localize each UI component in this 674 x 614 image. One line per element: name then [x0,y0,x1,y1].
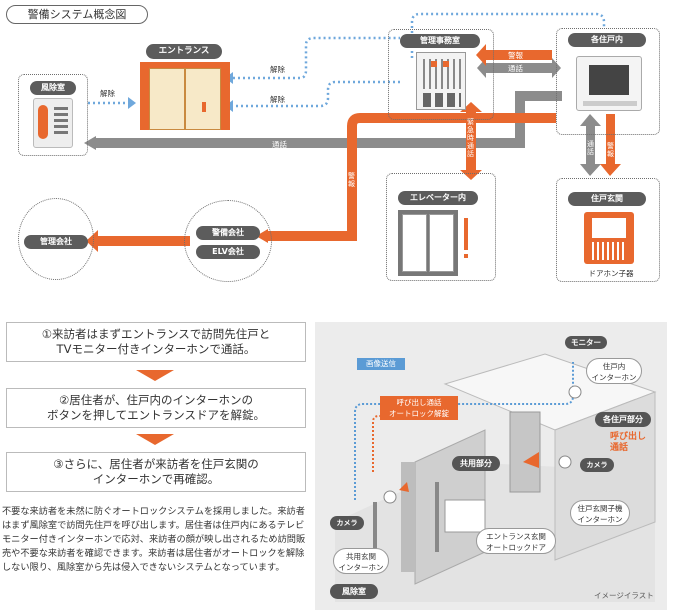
security-company-label: 警備会社 [196,226,260,240]
image-note: イメージイラスト [594,591,654,600]
residence-monitor [576,56,642,111]
elevator-door [398,210,458,276]
monitor-label: モニター [565,336,607,349]
step-arrow-2 [136,434,174,445]
elv-company-label: ELV会社 [196,245,260,259]
unit-sub-intercom-callout: 住戸玄関子機 インターホン [570,500,630,526]
elevator-alarm-dot [464,254,468,258]
security-company-circle [184,200,272,282]
entrance-autolock-callout: エントランス玄関 オートロックドア [476,528,556,554]
elevator-label: エレベーター内 [398,191,478,205]
emergency-call-label: 緊急時通話 [467,118,474,158]
diagram-title: 警備システム概念図 [6,5,148,24]
entrance-label: エントランス [146,44,222,59]
genkan-intercom [584,212,634,264]
elevator-box [386,173,496,281]
elevator-alarm-icon [464,218,468,250]
unit-part-label: 各住戸部分 [595,412,651,427]
alarm-label-genkan: 警報 [607,142,614,158]
alarm-label-mgmt: 警報 [508,51,523,60]
entrance-door-illustration [140,62,230,130]
management-box [388,29,494,120]
description-text: 不要な来訪者を未然に防ぐオートロックシステムを採用しました。来訪者はまず風除室で… [2,506,306,574]
windscreen-intercom-panel [33,98,73,148]
call-label-genkan: 通話 [587,140,594,156]
management-company-circle [18,198,94,280]
image-send-label: 画像送信 [357,358,405,370]
call-out-label: 呼び出し 通話 [610,432,647,453]
step-2: ②居住者が、住戸内のインターホンの ボタンを押してエントランスドアを解錠。 [6,388,306,428]
camera-label-1: カメラ [580,458,614,472]
management-label: 管理事務室 [400,34,480,48]
camera-label-2: カメラ [330,516,364,530]
residence-box [556,28,660,135]
connection-lines [84,12,621,252]
windscreen-box [18,74,88,156]
management-company-label: 管理会社 [24,235,88,249]
step-arrow-1 [136,370,174,381]
genkan-label: 住戸玄関 [568,192,646,206]
windscreen-label: 風除室 [30,81,76,95]
unlock-label-1: 解除 [100,89,115,98]
residence-label: 各住戸内 [568,33,646,47]
windscreen-room-label: 風除室 [330,584,378,599]
call-unlock-label: 呼び出し通話 オートロック解錠 [380,396,458,420]
call-label-mgmt: 通話 [508,64,523,73]
alarm-label-sec: 警報 [348,172,355,188]
unit-intercom-callout: 住戸内 インターホン [586,358,642,384]
common-part-label: 共用部分 [452,456,500,471]
call-label-windscreen: 通話 [272,140,287,149]
step-1: ①来訪者はまずエントランスで訪問先住戸と TVモニター付きインターホンで通話。 [6,322,306,362]
genkan-sub-intercom-label: ドアホン子器 [588,269,634,278]
management-panel [416,52,466,110]
unlock-label-2: 解除 [270,65,285,74]
step-3: ③さらに、居住者が来訪者を住戸玄関の インターホンで再確認。 [6,452,306,492]
genkan-box [556,178,660,282]
unlock-label-3: 解除 [270,95,285,104]
common-intercom-callout: 共用玄関 インターホン [333,548,389,574]
